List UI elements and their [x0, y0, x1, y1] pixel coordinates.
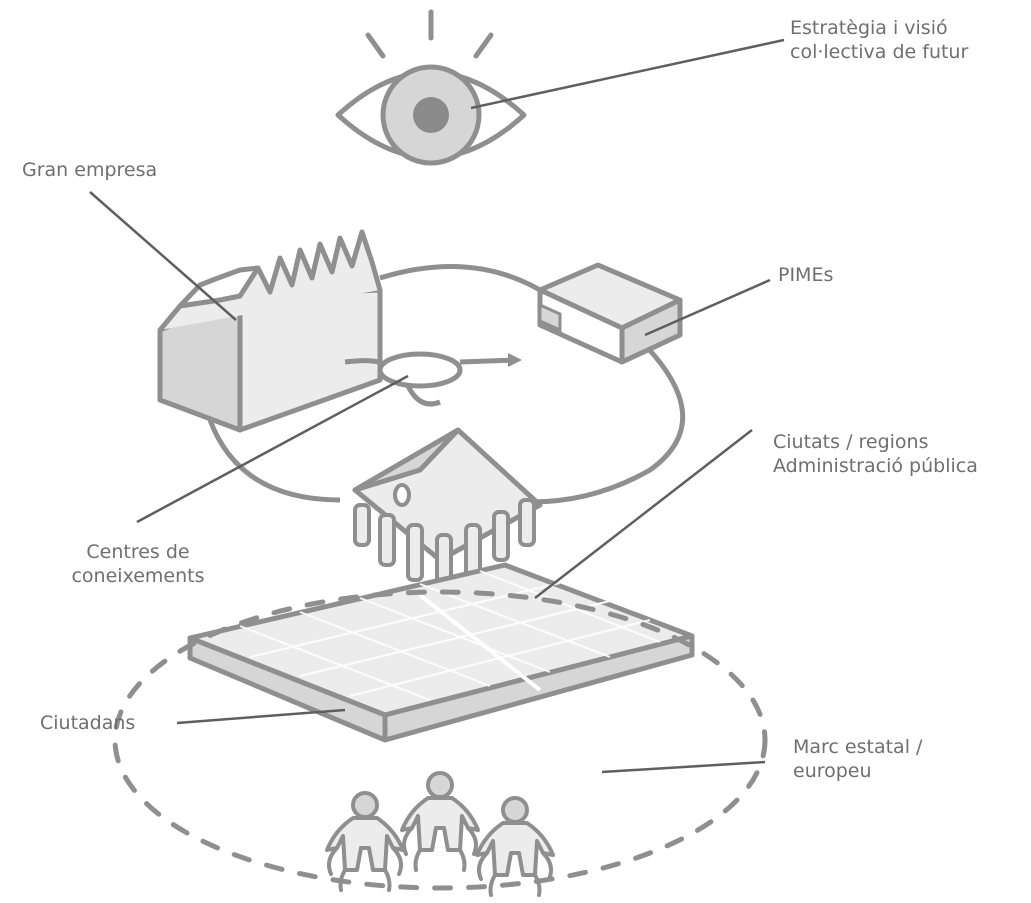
framework-boundary — [112, 589, 768, 891]
label-citizens-line1: Ciutadans — [40, 712, 136, 734]
label-knowledge: Centres de coneixements — [48, 540, 228, 588]
eye-icon — [335, 9, 527, 166]
city-platform-icon — [187, 562, 695, 743]
label-vision-line1: Estratègia i visió — [790, 17, 948, 39]
leader-big-company — [89, 191, 237, 321]
leader-knowledge — [136, 374, 409, 524]
label-framework-line2: europeu — [793, 760, 872, 782]
label-smes-line1: PIMEs — [778, 264, 834, 286]
leader-vision — [470, 38, 785, 110]
swirl-icon — [344, 351, 522, 407]
label-vision-line2: col·lectiva de futur — [790, 41, 969, 63]
label-cities-line2: Administració pública — [773, 455, 978, 477]
label-big-company: Gran empresa — [22, 158, 157, 182]
label-knowledge-line2: coneixements — [71, 565, 205, 587]
citizens-icon — [325, 771, 555, 897]
label-vision: Estratègia i visió col·lectiva de futur — [790, 16, 968, 64]
label-cities: Ciutats / regions Administració pública — [773, 430, 978, 478]
label-framework-line1: Marc estatal / — [793, 736, 923, 758]
knowledge-centre-icon — [352, 427, 543, 592]
label-smes: PIMEs — [778, 263, 833, 287]
cycle-ring — [207, 263, 685, 505]
label-knowledge-line1: Centres de — [86, 541, 190, 563]
leader-framework — [601, 760, 766, 774]
label-framework: Marc estatal / europeu — [793, 735, 922, 783]
leader-smes — [644, 278, 771, 337]
label-big-company-line1: Gran empresa — [22, 159, 158, 181]
factory-icon — [157, 229, 383, 433]
leader-citizens — [176, 708, 346, 725]
leader-cities — [534, 429, 753, 599]
leader-lines — [89, 38, 785, 774]
label-citizens: Ciutadans — [40, 711, 135, 735]
sme-box-icon — [537, 262, 683, 365]
label-cities-line1: Ciutats / regions — [773, 431, 929, 453]
